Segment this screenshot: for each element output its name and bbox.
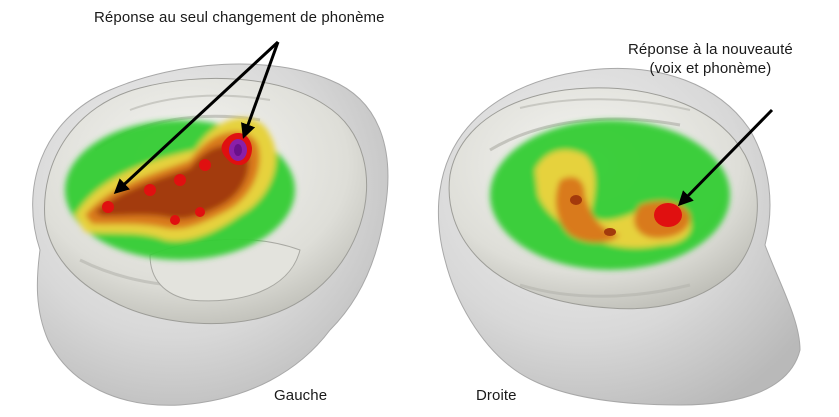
right-hemisphere-render xyxy=(438,68,800,405)
hemisphere-label-right: Droite xyxy=(476,386,517,405)
annotation-right-line1: Réponse à la nouveauté xyxy=(628,40,793,59)
annotation-right-line2: (voix et phonème) xyxy=(628,59,793,78)
annotation-left: Réponse au seul changement de phonème xyxy=(94,8,385,27)
annotation-right: Réponse à la nouveauté (voix et phonème) xyxy=(628,40,793,78)
hemisphere-label-left: Gauche xyxy=(274,386,327,405)
left-hemisphere-render xyxy=(33,64,388,405)
